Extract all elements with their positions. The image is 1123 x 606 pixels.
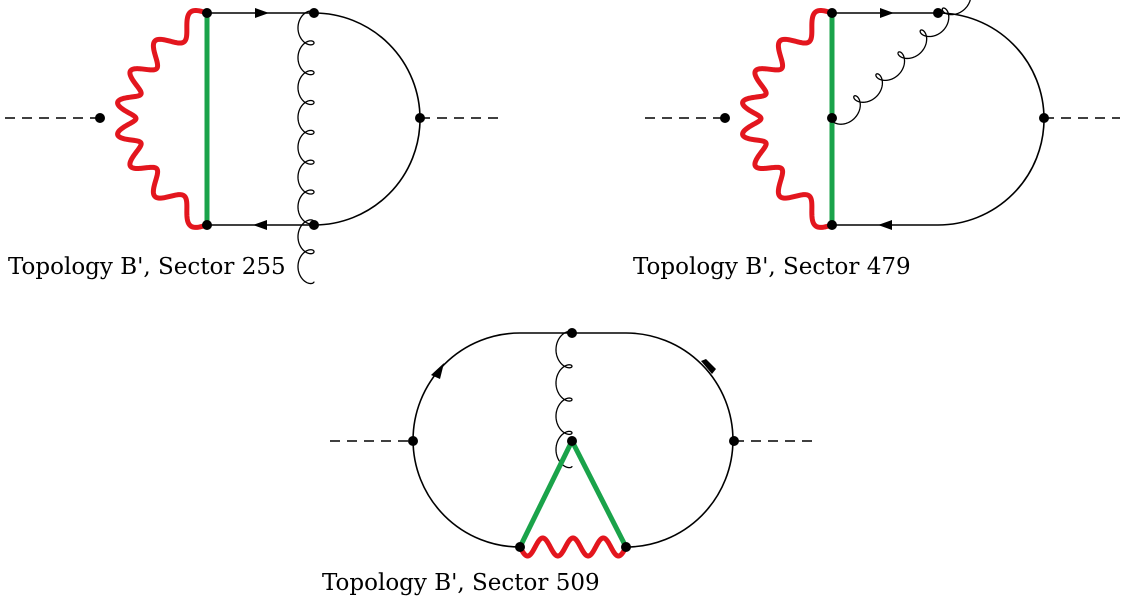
caption-sector-255: Topology B', Sector 255 — [8, 254, 286, 280]
caption-sector-509: Topology B', Sector 509 — [322, 570, 600, 596]
gluon-propagator — [555, 330, 573, 469]
fermion-loop-right — [572, 332, 734, 548]
fermion-arc — [313, 12, 421, 226]
vertex — [309, 220, 319, 230]
photon-propagator — [115, 8, 210, 230]
diagram-sector-479 — [645, 0, 1120, 230]
photon-propagator — [517, 535, 629, 559]
arrow-up-icon — [431, 363, 444, 379]
arrow-left-icon — [878, 220, 892, 230]
arrow-right-icon — [255, 8, 269, 18]
vertex — [408, 436, 418, 446]
arrow-down-icon — [701, 359, 716, 374]
vertex — [827, 113, 837, 123]
vertex — [827, 8, 837, 18]
vertex — [309, 8, 319, 18]
vertex — [415, 113, 425, 123]
vertex — [95, 113, 105, 123]
arrow-right-icon — [880, 8, 894, 18]
vertex — [827, 220, 837, 230]
vertex — [515, 542, 525, 552]
gluon-propagator — [830, 0, 971, 125]
vertex — [567, 436, 577, 446]
vertex — [567, 328, 577, 338]
fermion-arc — [937, 12, 1045, 226]
diagram-sector-255 — [5, 8, 505, 285]
arrow-left-icon — [253, 220, 267, 230]
vertex — [1039, 113, 1049, 123]
photon-propagator — [740, 8, 835, 230]
vertex — [720, 113, 730, 123]
caption-sector-479: Topology B', Sector 479 — [633, 254, 911, 280]
fermion-loop-left — [412, 332, 572, 548]
massive-propagator-right — [569, 439, 629, 549]
vertex — [202, 8, 212, 18]
vertex — [621, 542, 631, 552]
massive-propagator-left — [517, 439, 575, 549]
vertex — [202, 220, 212, 230]
diagram-sector-509 — [330, 328, 818, 559]
vertex — [933, 8, 943, 18]
vertex — [729, 436, 739, 446]
gluon-propagator — [297, 10, 315, 285]
